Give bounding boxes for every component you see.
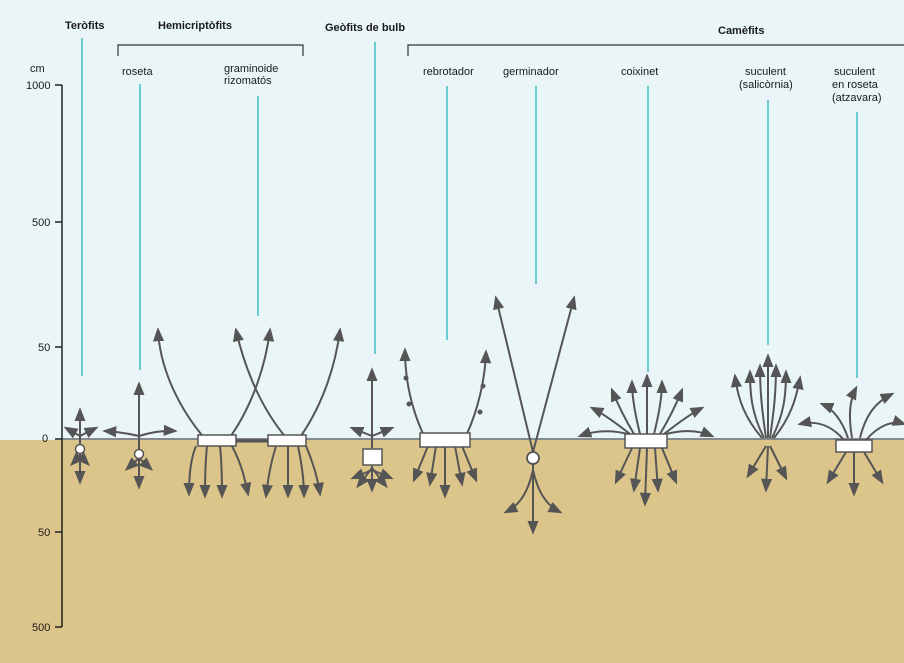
air-zone (0, 0, 904, 440)
group-hemicriptofits: Hemicriptòfits (158, 20, 232, 32)
type-suculent-salicornia-2: (salicòrnia) (739, 79, 793, 91)
hemicriptofits-bracket (117, 44, 304, 56)
y-axis: cm 1000 500 50 0 50 500 (26, 63, 63, 634)
tick-1000: 1000 (26, 80, 50, 92)
type-rizomatos: rizomatós (224, 75, 272, 87)
camefits-bracket (407, 44, 904, 56)
tick-500-top: 500 (32, 217, 50, 229)
type-roseta: roseta (122, 66, 153, 78)
plant-graminoide (152, 327, 345, 499)
plant-coixinet (577, 373, 715, 507)
type-rebrotador: rebrotador (423, 66, 474, 78)
plant-germinador (493, 295, 577, 535)
plant-roseta (102, 381, 178, 490)
tick-500-bottom: 500 (32, 622, 50, 634)
axis-unit: cm (30, 63, 45, 75)
type-suculent-salicornia-1: suculent (745, 66, 786, 78)
plant-geofit (349, 367, 395, 493)
type-suculent-roseta-1: suculent (834, 66, 875, 78)
tick-0: 0 (42, 433, 48, 445)
plants (63, 295, 904, 535)
plant-rebrotador (399, 347, 492, 499)
tick-50-top: 50 (38, 342, 50, 354)
plant-atzavara (797, 385, 904, 497)
leader-lines (81, 38, 858, 378)
type-coixinet: coixinet (621, 66, 658, 78)
type-suculent-roseta-2: en roseta (832, 79, 879, 91)
plant-salicornia (730, 353, 804, 493)
type-graminoide: graminoide (224, 63, 278, 75)
group-terofits: Teròfits (65, 20, 105, 32)
group-camefits: Camèfits (718, 25, 764, 37)
plant-terofit (63, 407, 99, 485)
tick-50-bottom: 50 (38, 527, 50, 539)
group-geofits: Geòfits de bulb (325, 22, 405, 34)
type-suculent-roseta-3: (atzavara) (832, 92, 882, 104)
type-germinador: germinador (503, 66, 559, 78)
